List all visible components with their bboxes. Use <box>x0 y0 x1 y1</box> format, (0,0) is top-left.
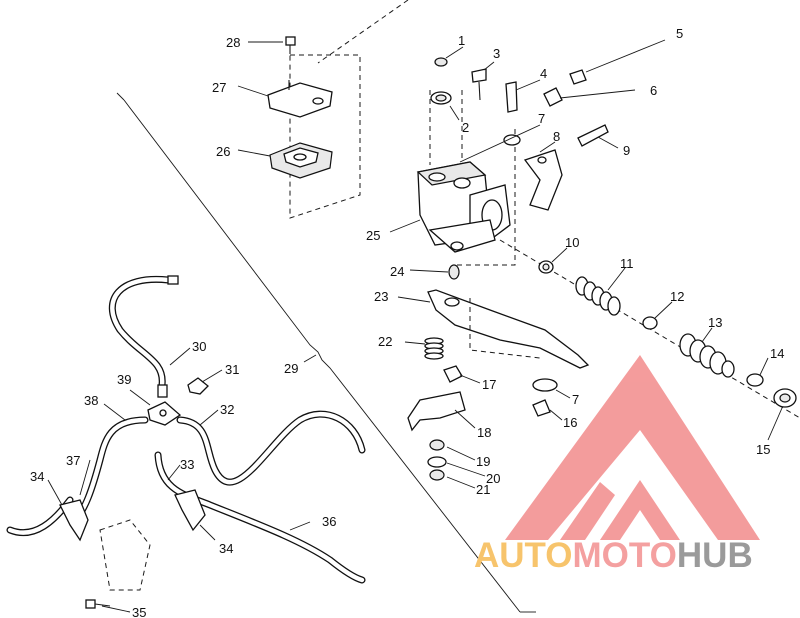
label-28: 28 <box>226 35 240 50</box>
label-26: 26 <box>216 144 230 159</box>
label-15: 15 <box>756 442 770 457</box>
label-32: 32 <box>220 402 234 417</box>
svg-text:AUTOMOTOHUB: AUTOMOTOHUB <box>474 536 753 575</box>
label-34-left: 34 <box>30 469 44 484</box>
plunger-boot-group <box>499 239 800 441</box>
label-20: 20 <box>486 471 500 486</box>
label-24: 24 <box>390 264 404 279</box>
watermark-text: AUTOMOTOHUB <box>474 536 753 575</box>
label-17: 17 <box>482 377 496 392</box>
watermark-hub: HUB <box>677 536 753 575</box>
label-3: 3 <box>493 46 500 61</box>
label-35: 35 <box>132 605 146 618</box>
brake-hose-group <box>6 41 366 613</box>
label-21: 21 <box>476 482 490 497</box>
label-2: 2 <box>462 120 469 135</box>
label-11: 11 <box>620 256 634 271</box>
label-27: 27 <box>212 80 226 95</box>
label-31: 31 <box>225 362 239 377</box>
reservoir-group <box>267 36 361 219</box>
label-38: 38 <box>84 393 98 408</box>
boundary-lines <box>116 0 536 613</box>
label-36: 36 <box>322 514 336 529</box>
label-22: 22 <box>378 334 392 349</box>
label-18: 18 <box>477 425 491 440</box>
watermark-moto: MOTO <box>573 536 677 575</box>
label-4: 4 <box>540 66 547 81</box>
label-29: 29 <box>284 361 298 376</box>
label-7-top: 7 <box>538 111 545 126</box>
master-cylinder <box>416 90 563 266</box>
label-16: 16 <box>563 415 577 430</box>
label-37: 37 <box>66 453 80 468</box>
label-1: 1 <box>458 33 465 48</box>
label-10: 10 <box>565 235 579 250</box>
label-23: 23 <box>374 289 388 304</box>
label-7-bottom: 7 <box>572 392 579 407</box>
top-hardware <box>389 39 666 233</box>
label-14: 14 <box>770 346 784 361</box>
label-25: 25 <box>366 228 380 243</box>
watermark-auto: AUTO <box>474 536 573 575</box>
lever-assembly <box>397 264 590 489</box>
label-34-right: 34 <box>219 541 233 556</box>
label-19: 19 <box>476 454 490 469</box>
label-39: 39 <box>117 372 131 387</box>
label-33: 33 <box>180 457 194 472</box>
label-8: 8 <box>553 129 560 144</box>
label-5: 5 <box>676 26 683 41</box>
label-6: 6 <box>650 83 657 98</box>
part-labels: 28 27 26 1 2 3 4 5 6 7 8 9 25 10 11 24 2… <box>30 26 784 618</box>
label-13: 13 <box>708 315 722 330</box>
label-30: 30 <box>192 339 206 354</box>
label-9: 9 <box>623 143 630 158</box>
watermark-logo <box>505 355 760 540</box>
label-12: 12 <box>670 289 684 304</box>
